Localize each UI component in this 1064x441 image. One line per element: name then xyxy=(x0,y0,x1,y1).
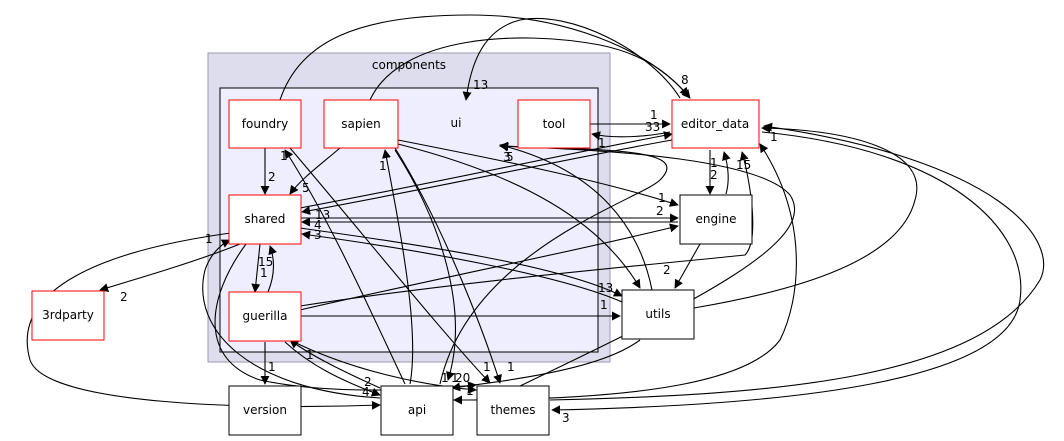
edge-label: 1 xyxy=(280,149,288,163)
cluster-components-title: components xyxy=(372,58,446,72)
edge-sapien-editor-data xyxy=(369,37,691,101)
edge-label: 13 xyxy=(315,208,330,222)
edge-label: 4 xyxy=(362,385,370,399)
node-utils[interactable]: utils xyxy=(621,289,695,340)
edge-label: 1 xyxy=(658,191,666,205)
edge-sapien-shared xyxy=(289,147,341,195)
node-guerilla-label: guerilla xyxy=(243,309,288,323)
edge-themes-editor-data xyxy=(549,122,1045,401)
cluster-ui-title: ui xyxy=(451,116,462,130)
node-editor-data-label: editor_data xyxy=(681,117,749,131)
edge-label: 4 xyxy=(314,218,322,232)
node-foundry[interactable]: foundry xyxy=(228,99,302,149)
edge-label: 1 xyxy=(770,130,778,144)
edge-api-sapien xyxy=(382,149,414,385)
edge-engine-editor-data xyxy=(722,151,731,195)
edges xyxy=(26,14,1045,415)
edge-label: 8 xyxy=(681,73,689,87)
edge-label: 15 xyxy=(258,255,273,269)
edge-label: 1 xyxy=(600,298,608,312)
edge-editor-data-ui xyxy=(462,18,681,101)
edge-label: 2 xyxy=(656,204,664,218)
edge-utils-shared xyxy=(301,230,623,303)
edge-api-ui xyxy=(439,141,668,385)
edge-label: 2 xyxy=(120,290,128,304)
edge-shared-3rdparty xyxy=(99,243,241,292)
edge-utils-ui xyxy=(499,142,653,291)
node-sapien[interactable]: sapien xyxy=(323,99,399,149)
edge-label: 1 xyxy=(260,266,268,280)
edge-shared-editor-data xyxy=(299,131,673,209)
edge-label: 3 xyxy=(314,228,322,242)
node-api[interactable]: api xyxy=(380,385,454,436)
edge-editor-data-themes xyxy=(551,131,1022,415)
node-sapien-label: sapien xyxy=(341,117,381,131)
edge-label: 2 xyxy=(663,263,671,277)
edge-shared-guerilla xyxy=(251,243,261,293)
edge-shared-utils xyxy=(299,227,623,297)
edge-label: 33 xyxy=(645,120,660,134)
edge-sapien-engine xyxy=(397,139,679,207)
edge-label: 2 xyxy=(268,170,276,184)
edge-api-editor-data xyxy=(451,143,797,401)
node-engine-label: engine xyxy=(696,212,737,226)
node-version-label: version xyxy=(243,403,287,417)
edge-sapien-api xyxy=(394,149,456,381)
node-3rdparty-label: 3rdparty xyxy=(42,308,94,322)
edge-sapien-themes xyxy=(394,147,502,384)
edge-label: 3 xyxy=(503,150,511,164)
edge-api-shared xyxy=(202,239,381,399)
node-engine[interactable]: engine xyxy=(679,194,753,245)
edge-editor-data-shared xyxy=(301,139,673,215)
edge-label: 1 xyxy=(306,348,314,362)
node-guerilla[interactable]: guerilla xyxy=(228,291,302,342)
edge-editor-data-tool xyxy=(591,131,671,141)
edge-label: 1 xyxy=(483,360,491,374)
node-themes[interactable]: themes xyxy=(476,385,550,436)
edge-label: 1 xyxy=(451,371,459,385)
node-foundry-label: foundry xyxy=(242,117,288,131)
edge-label: 3 xyxy=(562,411,570,425)
edge-label: 1 xyxy=(441,371,449,385)
node-shared[interactable]: shared xyxy=(228,194,302,245)
edge-guerilla-shared xyxy=(267,245,277,293)
edge-label: 2 xyxy=(364,375,372,389)
node-tool-label: tool xyxy=(543,117,566,131)
edge-label: 1 xyxy=(379,159,387,173)
node-api-label: api xyxy=(408,403,426,417)
node-utils-label: utils xyxy=(645,307,670,321)
edge-label: 1 xyxy=(205,232,213,246)
edge-label: 2 xyxy=(710,168,718,182)
edge-label: 5 xyxy=(506,150,514,164)
edge-label: 1 xyxy=(710,156,718,170)
edge-label: 1 xyxy=(268,360,276,374)
node-shared-label: shared xyxy=(245,212,286,226)
node-tool[interactable]: tool xyxy=(517,99,591,149)
edge-foundry-themes xyxy=(289,147,491,384)
edge-label: 1 xyxy=(466,384,474,398)
edge-label: 5 xyxy=(302,181,310,195)
edge-api-guerilla xyxy=(289,339,381,389)
edge-sapien-utils xyxy=(397,143,641,289)
edge-label: 13 xyxy=(473,78,488,92)
edge-label: 15 xyxy=(736,158,751,172)
edge-utils-editor-data xyxy=(693,123,918,309)
node-editor-data[interactable]: editor_data xyxy=(671,99,760,149)
edge-label: 13 xyxy=(598,281,613,295)
edge-labels: 13 8 1 33 3 5 1 1 2 15 1 2 5 1 13 4 3 2 … xyxy=(120,73,778,425)
node-version[interactable]: version xyxy=(228,385,302,436)
edge-label: 1 xyxy=(650,108,658,122)
node-themes-label: themes xyxy=(490,403,535,417)
edge-label: 1 xyxy=(598,136,606,150)
edge-label: 1 xyxy=(507,360,515,374)
edge-label: 20 xyxy=(455,371,470,385)
edge-api-foundry xyxy=(284,149,406,385)
edge-utils-api xyxy=(451,339,641,392)
edge-engine-utils xyxy=(674,243,701,289)
node-3rdparty[interactable]: 3rdparty xyxy=(31,290,105,341)
